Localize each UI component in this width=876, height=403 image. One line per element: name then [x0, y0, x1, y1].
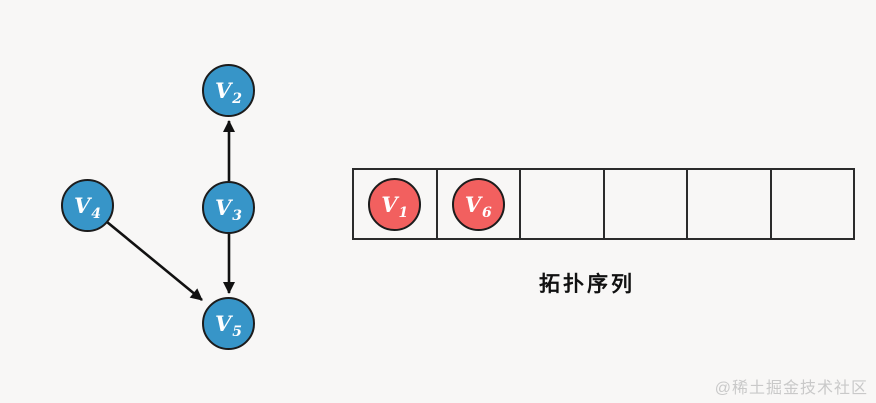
watermark: @稀土掘金技术社区: [714, 380, 868, 397]
sequence-cell-6: [772, 170, 854, 238]
sequence-cell-3: [521, 170, 605, 238]
sequence-cell-4: [605, 170, 688, 238]
sequence-title: 拓扑序列: [539, 273, 635, 296]
sequence-cell-5: [688, 170, 772, 238]
edge-v4-v5-arrow: [106, 220, 203, 302]
